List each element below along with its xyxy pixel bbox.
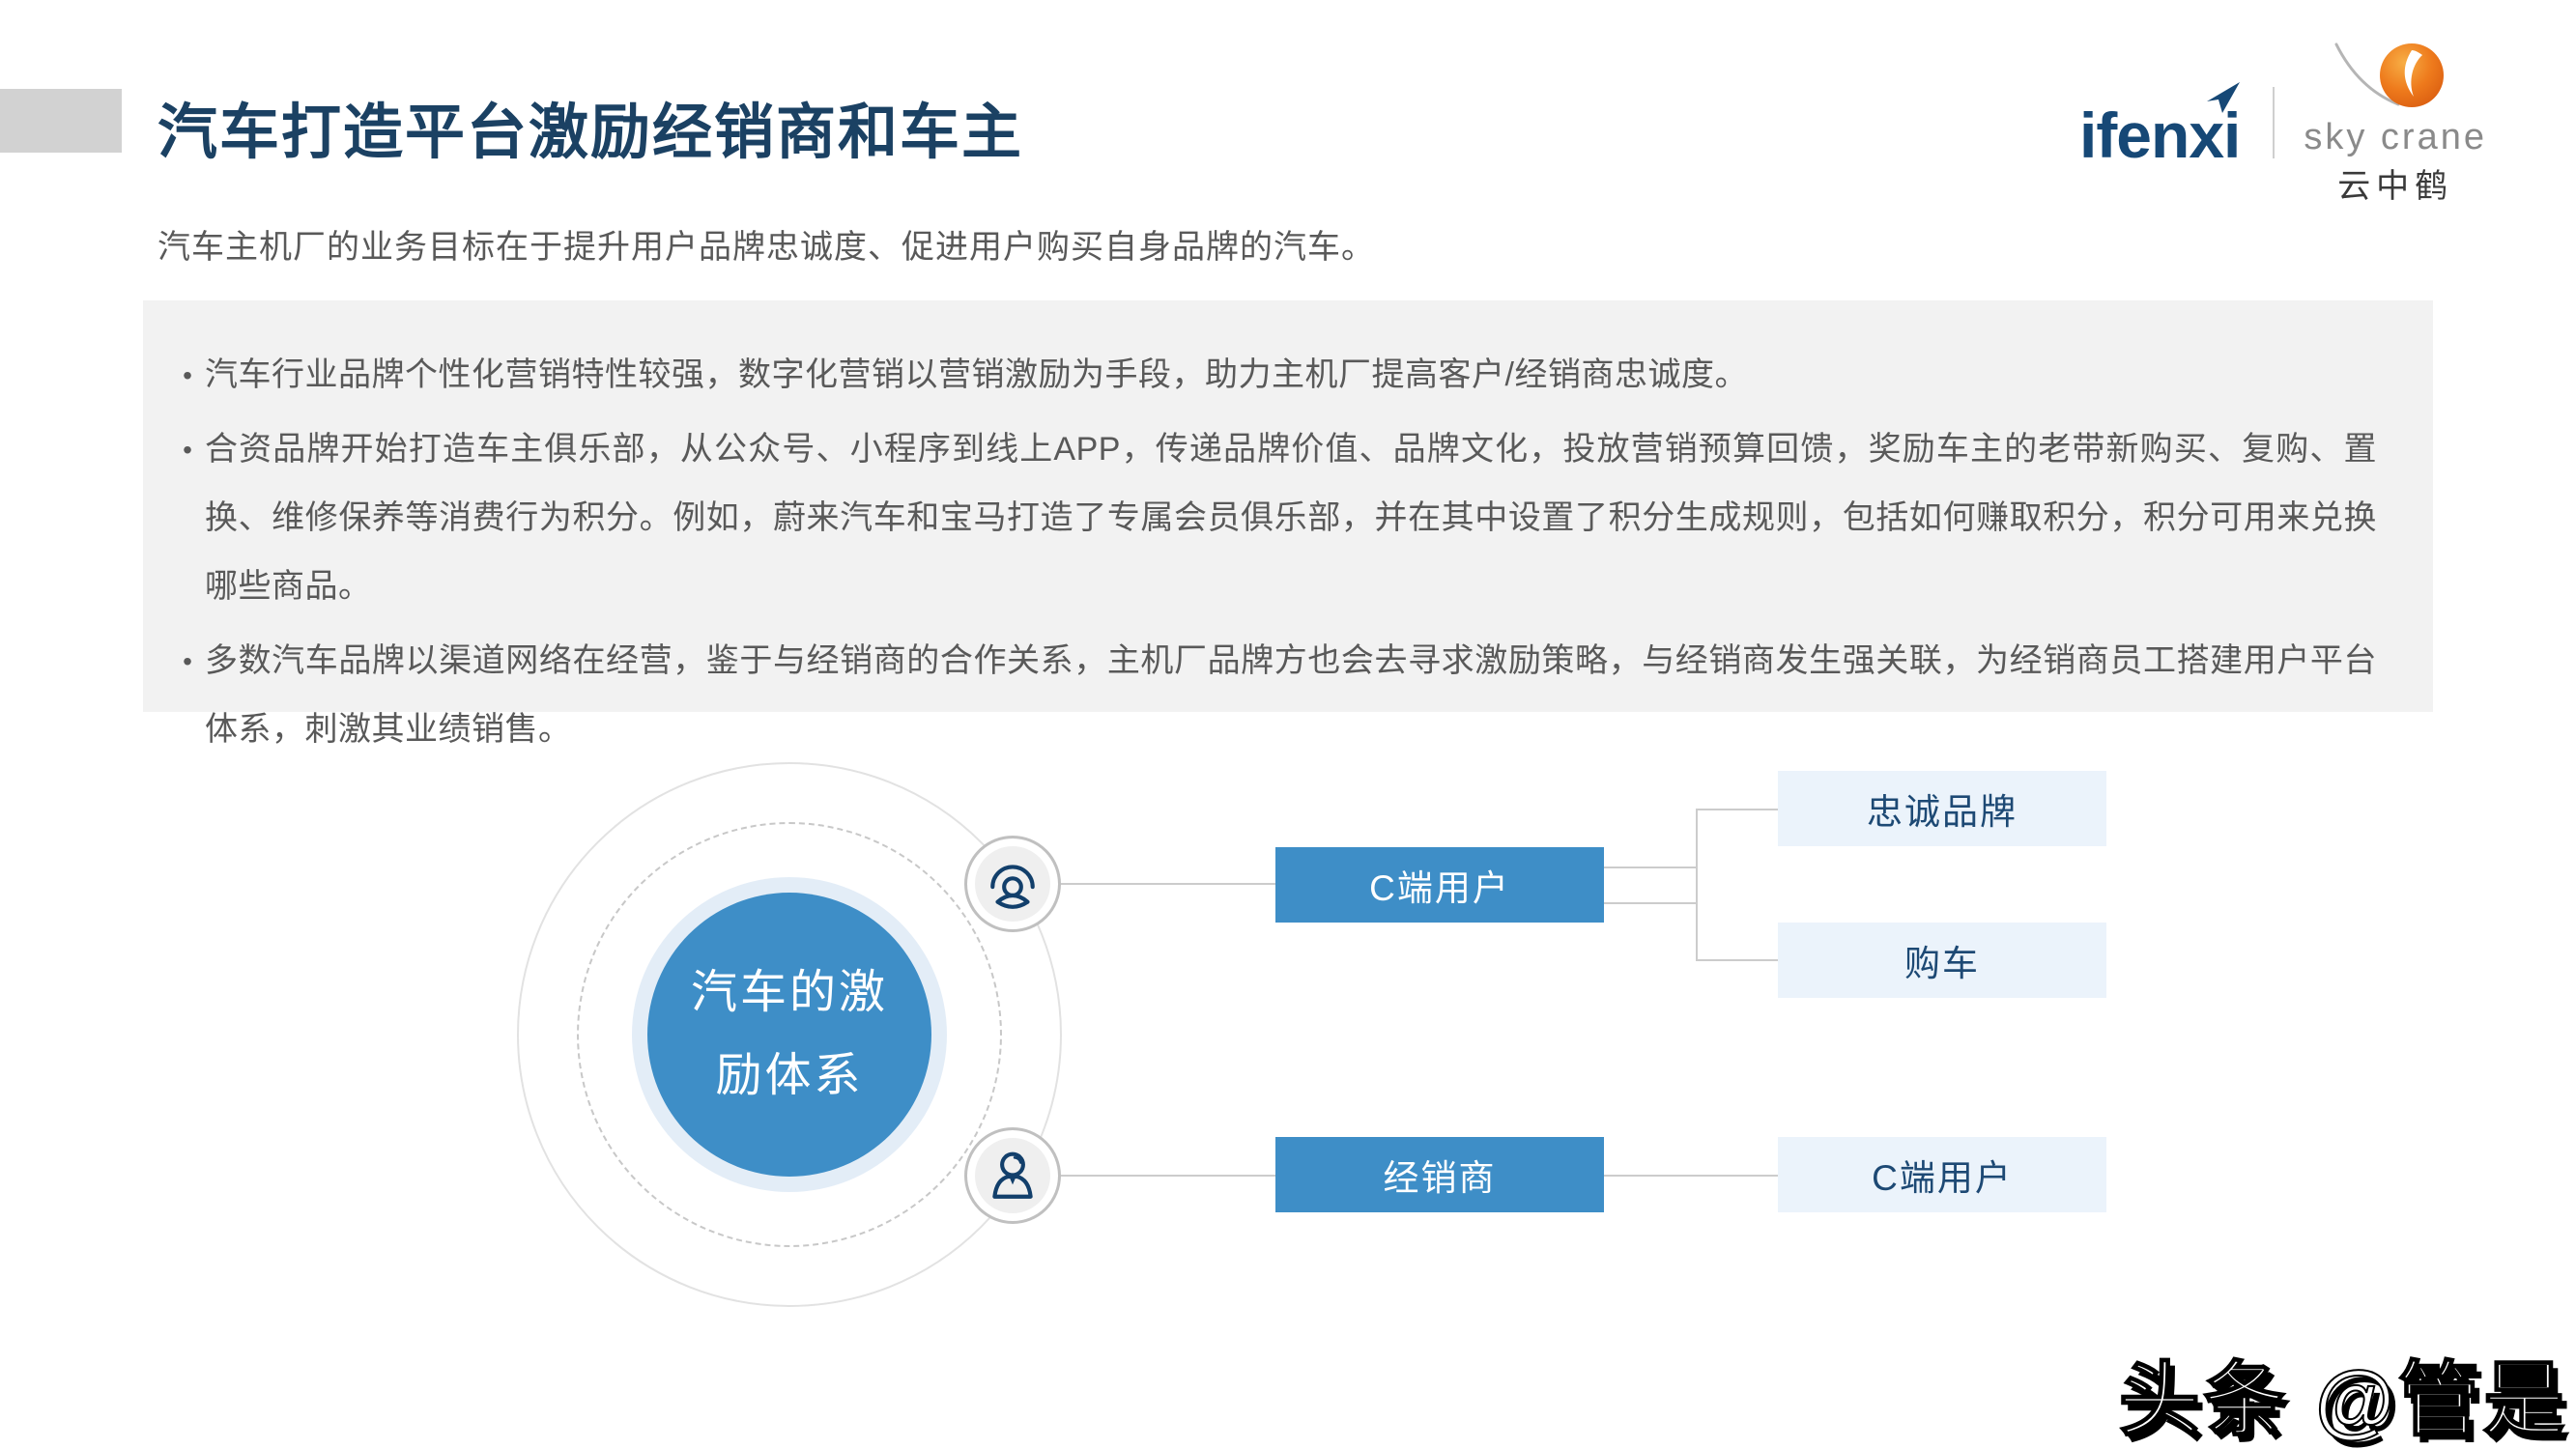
- node-dealer: 经销商: [1275, 1137, 1604, 1212]
- connector-line: [1696, 809, 1698, 961]
- connector-line: [1061, 883, 1275, 885]
- bullet-item: • 多数汽车品牌以渠道网络在经营，鉴于与经销商的合作关系，主机厂品牌方也会去寻求…: [170, 627, 2377, 764]
- skycrane-logo: sky crane 云中鹤: [2304, 39, 2487, 208]
- node-loyal-brand: 忠诚品牌: [1778, 771, 2106, 846]
- node-c-user-2: C端用户: [1778, 1137, 2106, 1212]
- bullet-text: 多数汽车品牌以渠道网络在经营，鉴于与经销商的合作关系，主机厂品牌方也会去寻求激励…: [205, 642, 2377, 748]
- bullet-marker: •: [183, 646, 192, 676]
- user-circle-icon: [964, 836, 1061, 932]
- connector-line: [1697, 959, 1778, 961]
- bullet-marker: •: [183, 360, 192, 390]
- diagram-outer-circle: [517, 762, 1062, 1307]
- connector-line: [1604, 1175, 1778, 1177]
- bullet-item: • 合资品牌开始打造车主俱乐部，从公众号、小程序到线上APP，传递品牌价值、品牌…: [170, 415, 2377, 621]
- connector-line: [1604, 867, 1697, 868]
- person-icon: [964, 1127, 1061, 1224]
- diagram-dashed-circle: [577, 822, 1002, 1247]
- connector-line: [1061, 1175, 1275, 1177]
- bullet-marker: •: [183, 435, 192, 465]
- ifenxi-arrow-icon: [2207, 82, 2241, 113]
- person-glyph: [992, 1151, 1033, 1199]
- logo-group: ifenxi sky crane 云中鹤: [2079, 43, 2487, 205]
- summary-panel: • 汽车行业品牌个性化营销特性较强，数字化营销以营销激励为手段，助力主机厂提高客…: [143, 300, 2433, 748]
- node-buy-car: 购车: [1778, 923, 2106, 998]
- diagram-center-node: 汽车的激 励体系: [647, 893, 931, 1177]
- center-node-label-line2: 励体系: [715, 1050, 864, 1101]
- page-title: 汽车打造平台激励经销商和车主: [157, 99, 1024, 166]
- page-subtitle: 汽车主机厂的业务目标在于提升用户品牌忠诚度、促进用户购买自身品牌的汽车。: [157, 229, 1375, 266]
- bullet-item: • 汽车行业品牌个性化营销特性较强，数字化营销以营销激励为手段，助力主机厂提高客…: [170, 341, 2377, 410]
- bullet-text: 合资品牌开始打造车主俱乐部，从公众号、小程序到线上APP，传递品牌价值、品牌文化…: [205, 431, 2377, 605]
- center-node-label-line1: 汽车的激: [690, 967, 888, 1018]
- skycrane-chinese-name: 云中鹤: [2337, 169, 2454, 206]
- bullet-text: 汽车行业品牌个性化营销特性较强，数字化营销以营销激励为手段，助力主机厂提高客户/…: [205, 356, 1748, 393]
- connector-line: [1697, 809, 1778, 810]
- node-c-user: C端用户: [1275, 847, 1604, 923]
- ifenxi-wordmark: ifenxi: [2078, 99, 2241, 171]
- title-accent-bar: [0, 89, 122, 153]
- user-circle-glyph: [990, 865, 1035, 909]
- skycrane-wordmark: sky crane: [2304, 116, 2487, 157]
- logo-divider: [2273, 87, 2275, 158]
- skycrane-flame-icon: [2334, 43, 2445, 107]
- watermark: 头条 @管是: [2118, 1353, 2568, 1446]
- ifenxi-logo: ifenxi: [2079, 78, 2241, 167]
- connector-line: [1604, 902, 1697, 904]
